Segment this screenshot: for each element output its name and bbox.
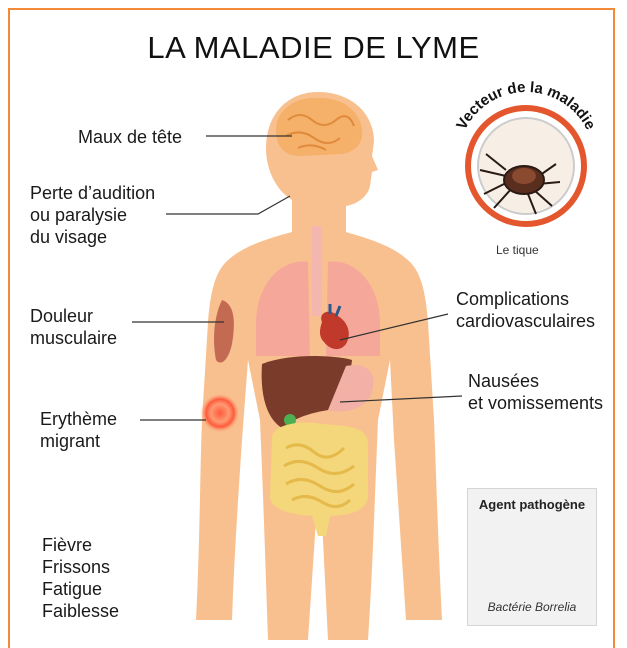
agent-title: Agent pathogène bbox=[468, 497, 596, 512]
label-muscle-pain: Douleur musculaire bbox=[30, 305, 117, 349]
trachea bbox=[312, 226, 322, 316]
page-title: LA MALADIE DE LYME bbox=[0, 30, 627, 66]
tick-vector-medallion: Vecteur de la maladie bbox=[453, 79, 599, 224]
label-hearing-loss: Perte d’audition ou paralysie du visage bbox=[30, 182, 155, 248]
label-cardio: Complications cardiovasculaires bbox=[456, 288, 595, 332]
tick-caption: Le tique bbox=[496, 243, 539, 257]
label-general-symptoms: Fièvre Frissons Fatigue Faiblesse bbox=[42, 534, 119, 622]
label-erythema: Erythème migrant bbox=[40, 408, 117, 452]
label-nausea: Nausées et vomissements bbox=[468, 370, 603, 414]
agent-panel: Agent pathogène Bactérie Borrelia bbox=[467, 488, 597, 626]
erythema-rash bbox=[200, 393, 240, 433]
agent-caption: Bactérie Borrelia bbox=[468, 600, 596, 614]
label-headache: Maux de tête bbox=[78, 126, 182, 148]
